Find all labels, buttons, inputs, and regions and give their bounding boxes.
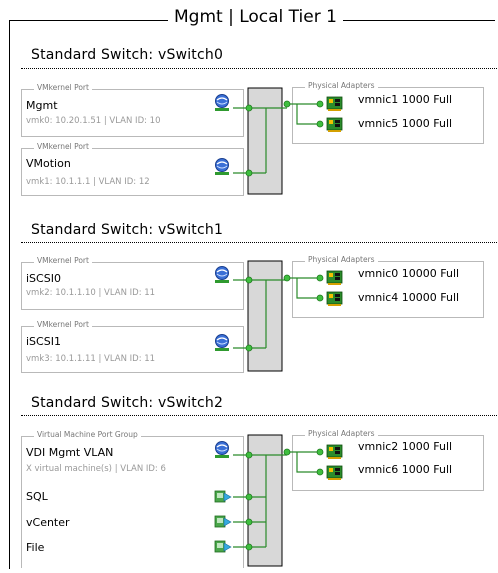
port-detail: vmk0: 10.20.1.51 | VLAN ID: 10 [26, 116, 161, 126]
diagram-title: Mgmt | Local Tier 1 [168, 7, 343, 27]
nic-icon [326, 291, 343, 307]
port-name: iSCSI0 [26, 272, 61, 285]
switch-divider [21, 242, 497, 243]
port-legend: VMkernel Port [34, 83, 92, 92]
port-detail: vmk1: 10.1.1.1 | VLAN ID: 12 [26, 177, 150, 187]
physical-adapters-vswitch2: Physical Adapters vmnic2 1000 Full vmnic… [292, 429, 484, 491]
vm-icon [214, 540, 232, 553]
switch-bar [247, 87, 283, 195]
portgroup-legend: Virtual Machine Port Group [34, 430, 141, 439]
port-legend: VMkernel Port [34, 320, 92, 329]
vmkernel-icon [214, 440, 230, 459]
switch-title-vswitch0: Standard Switch: vSwitch0 [31, 47, 224, 63]
adapter-label-vmnic4[interactable]: vmnic4 10000 Full [358, 291, 460, 304]
nic-icon [326, 117, 343, 133]
switch-divider [21, 68, 497, 69]
vm-vcenter[interactable]: vCenter [26, 516, 70, 529]
vm-icon [214, 490, 232, 503]
switch-divider [21, 415, 497, 416]
switch-title-vswitch1: Standard Switch: vSwitch1 [31, 222, 224, 238]
vmkernel-port-iscsi0[interactable]: VMkernel Port iSCSI0 vmk2: 10.1.1.10 | V… [21, 256, 244, 310]
vm-sql[interactable]: SQL [26, 490, 48, 503]
adapters-legend: Physical Adapters [305, 255, 378, 264]
adapter-label-vmnic0[interactable]: vmnic0 10000 Full [358, 267, 460, 280]
switch-bar [247, 434, 283, 567]
port-legend: VMkernel Port [34, 142, 92, 151]
vmkernel-icon [214, 333, 230, 352]
nic-icon [326, 270, 343, 286]
vmkernel-port-mgmt[interactable]: VMkernel Port Mgmt vmk0: 10.20.1.51 | VL… [21, 83, 244, 137]
adapters-legend: Physical Adapters [305, 429, 378, 438]
vmkernel-icon [214, 265, 230, 284]
switch-title-vswitch2: Standard Switch: vSwitch2 [31, 395, 224, 411]
port-name: Mgmt [26, 99, 58, 112]
adapter-label-vmnic6[interactable]: vmnic6 1000 Full [358, 463, 453, 476]
adapter-label-vmnic5[interactable]: vmnic5 1000 Full [358, 117, 453, 130]
nic-icon [326, 465, 343, 481]
vmkernel-port-iscsi1[interactable]: VMkernel Port iSCSI1 vmk3: 10.1.1.11 | V… [21, 320, 244, 373]
adapter-label-vmnic2[interactable]: vmnic2 1000 Full [358, 440, 453, 453]
vm-file[interactable]: File [26, 541, 45, 554]
port-name: iSCSI1 [26, 335, 61, 348]
vmkernel-port-vmotion[interactable]: VMkernel Port VMotion vmk1: 10.1.1.1 | V… [21, 142, 244, 196]
port-name: VMotion [26, 157, 71, 170]
port-legend: VMkernel Port [34, 256, 92, 265]
portgroup-detail: X virtual machine(s) | VLAN ID: 6 [26, 464, 166, 474]
adapter-label-vmnic1[interactable]: vmnic1 1000 Full [358, 93, 453, 106]
vmkernel-icon [214, 93, 230, 112]
port-detail: vmk3: 10.1.1.11 | VLAN ID: 11 [26, 354, 156, 364]
port-detail: vmk2: 10.1.1.10 | VLAN ID: 11 [26, 288, 156, 298]
nic-icon [326, 96, 343, 112]
vm-icon [214, 515, 232, 528]
physical-adapters-vswitch1: Physical Adapters vmnic0 10000 Full vmni… [292, 255, 484, 318]
vmkernel-icon [214, 157, 230, 176]
adapters-legend: Physical Adapters [305, 81, 378, 90]
portgroup-name: VDI Mgmt VLAN [26, 446, 114, 459]
physical-adapters-vswitch0: Physical Adapters vmnic1 1000 Full vmnic… [292, 81, 484, 144]
vm-port-group-vdi-mgmt[interactable]: Virtual Machine Port Group VDI Mgmt VLAN… [21, 430, 244, 568]
switch-bar [247, 260, 283, 372]
nic-icon [326, 444, 343, 460]
